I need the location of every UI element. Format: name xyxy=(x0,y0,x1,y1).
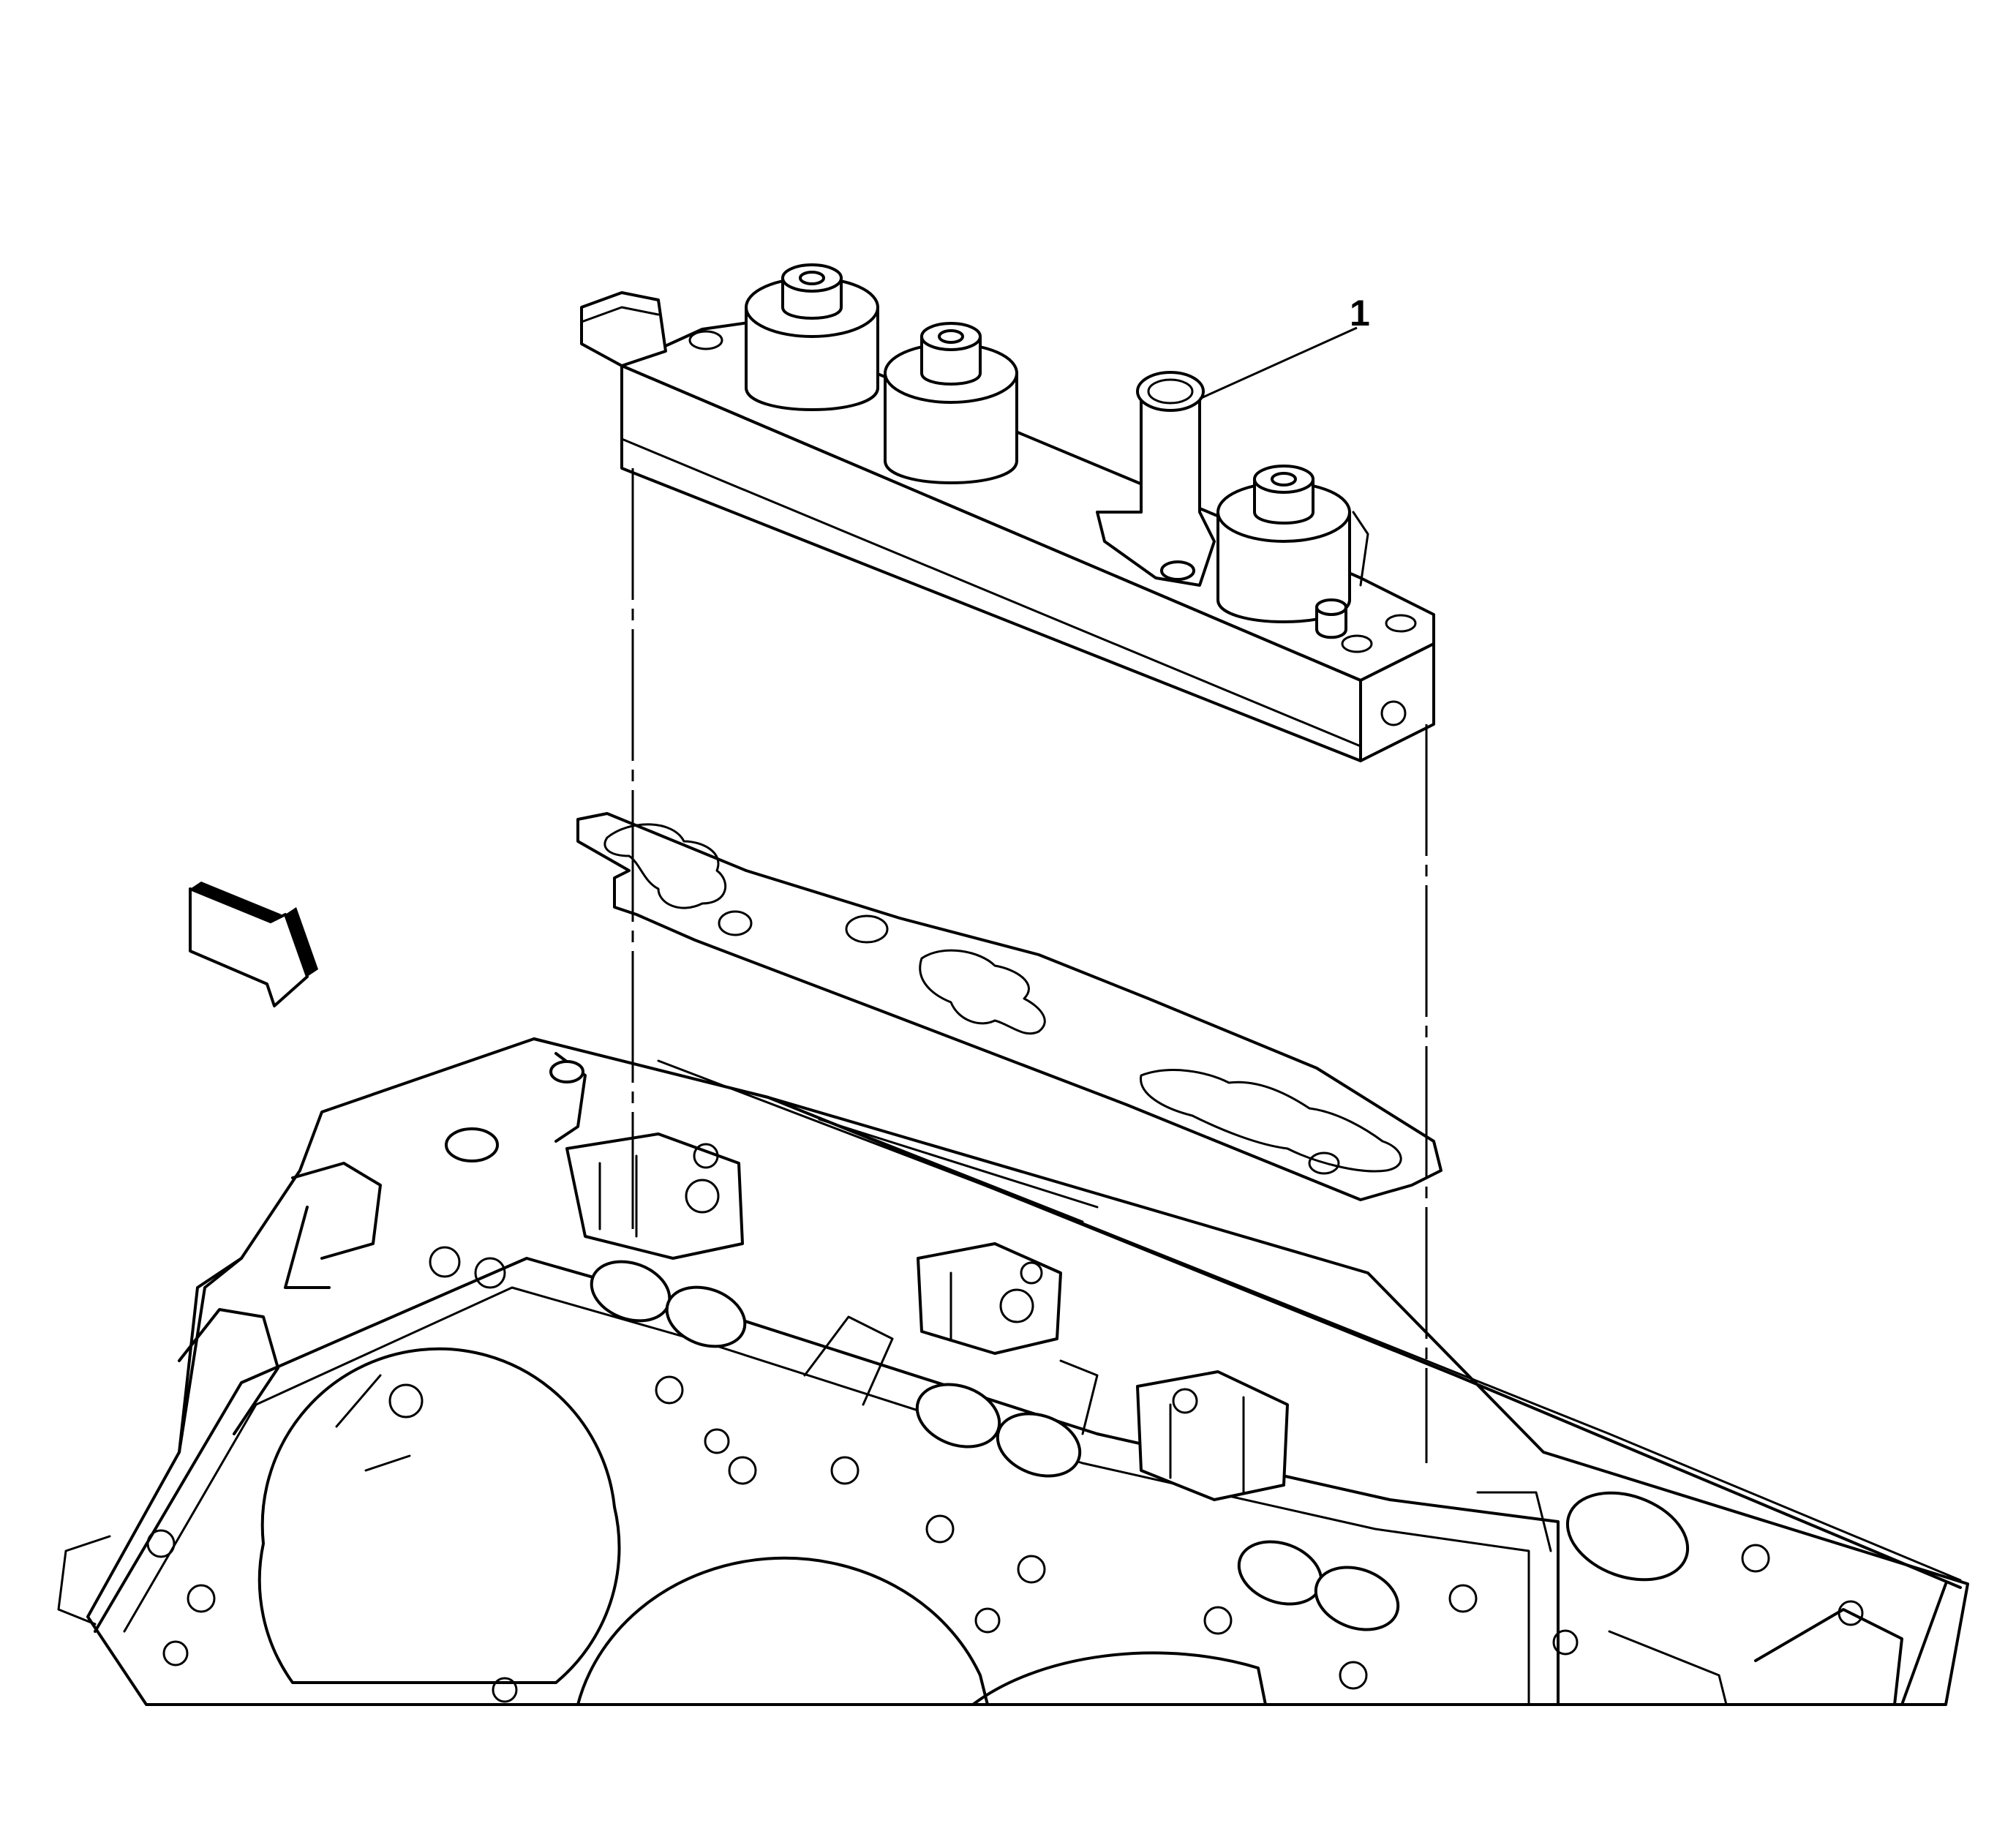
callout-1: 1 xyxy=(1199,293,1370,400)
direction-arrow-icon xyxy=(189,882,318,1007)
callout-1-leader xyxy=(1199,326,1358,400)
callout-1-label: 1 xyxy=(1350,293,1370,334)
alignment-lines xyxy=(631,468,1428,1463)
engine-block xyxy=(57,1037,1969,1706)
gasket xyxy=(576,812,1443,1201)
solenoid-block xyxy=(580,263,1435,762)
